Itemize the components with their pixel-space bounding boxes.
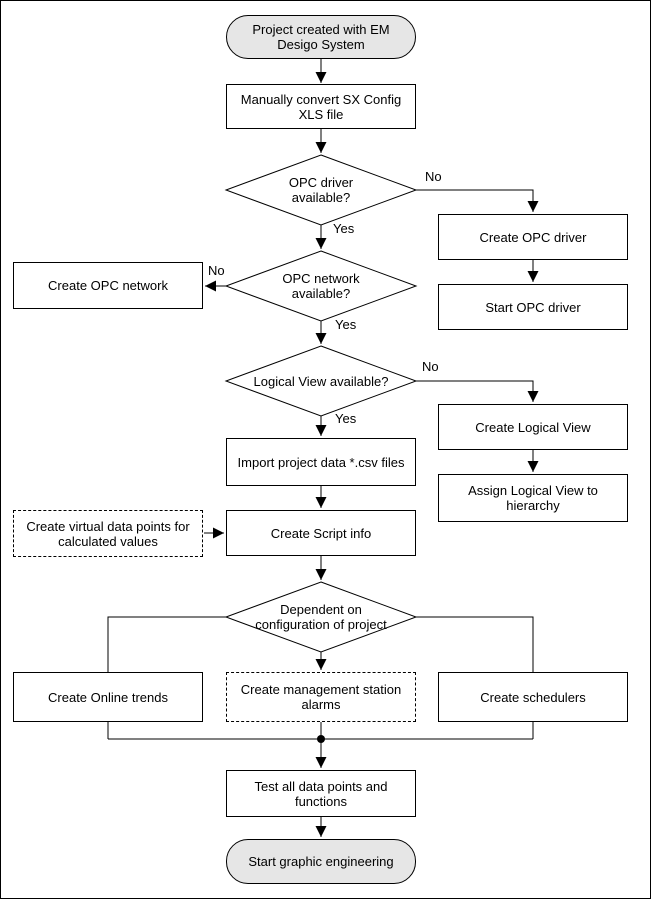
node-create-online-trends: Create Online trends [13,672,203,722]
decision-opc-driver-label: OPC driver available? [288,175,354,205]
decision-configuration-label: Dependent on configuration of project [255,602,387,632]
node-end-terminator: Start graphic engineering [226,839,416,884]
node-manually-convert: Manually convert SX Config XLS file [226,84,416,129]
node-create-management-alarms: Create management station alarms [226,672,416,722]
node-create-opc-network: Create OPC network [13,262,203,309]
edge-label-opc-driver-yes: Yes [333,221,355,236]
node-start-terminator: Project created with EM Desigo System [226,15,416,59]
edge-configuration-to-trends [107,616,226,672]
decision-opc-network-label: OPC network available? [282,271,360,301]
node-import-project-data: Import project data *.csv files [226,438,416,486]
decision-logical-view-label: Logical View available? [253,374,389,389]
edge-label-opc-network-yes: Yes [335,317,357,332]
edge-opc-driver-no [416,189,539,212]
edge-configuration-to-schedulers [416,616,534,672]
node-test-data-points: Test all data points and functions [226,770,416,817]
edge-logical-view-no [416,380,539,402]
node-create-opc-driver: Create OPC driver [438,214,628,260]
edge-label-logical-view-yes: Yes [335,411,357,426]
edge-label-opc-driver-no: No [425,169,442,184]
node-assign-logical-view: Assign Logical View to hierarchy [438,474,628,522]
node-create-virtual-data-points: Create virtual data points for calculate… [13,510,203,557]
node-create-schedulers: Create schedulers [438,672,628,722]
node-create-logical-view: Create Logical View [438,404,628,450]
edge-label-opc-network-no: No [208,263,225,278]
node-create-script-info: Create Script info [226,510,416,556]
node-start-opc-driver: Start OPC driver [438,284,628,330]
edge-label-logical-view-no: No [422,359,439,374]
